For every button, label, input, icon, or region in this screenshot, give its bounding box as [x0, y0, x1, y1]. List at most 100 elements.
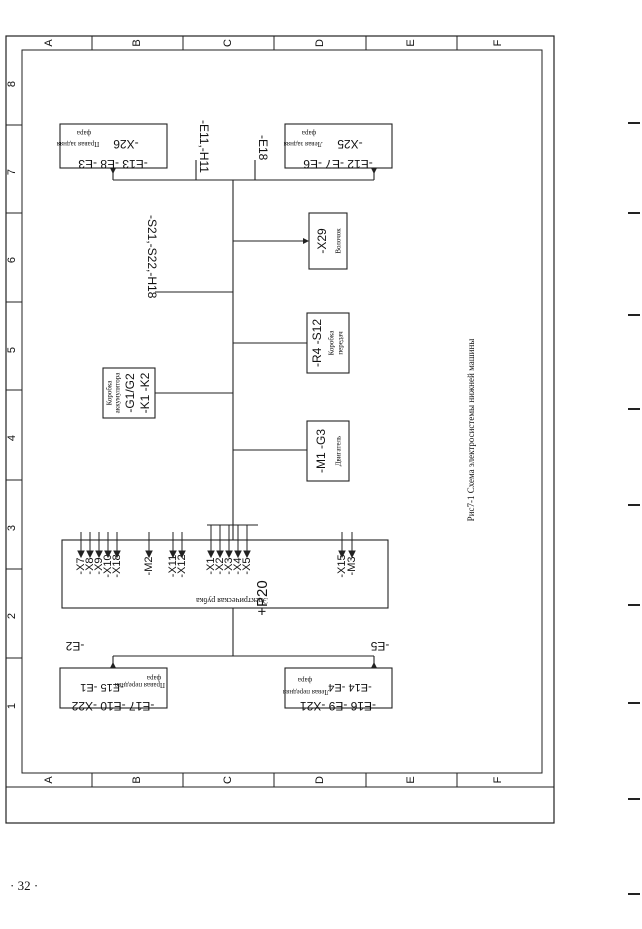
p20-pin-label: -X12: [176, 554, 188, 577]
p20-pin-arrow: [216, 550, 224, 559]
battery-box-line1: Коробка: [106, 380, 114, 406]
frame-letter-bottom: B: [131, 776, 143, 783]
rear-right-lamp-box: [59, 123, 168, 169]
front-left-lamp-name: Левая передняя: [282, 688, 329, 696]
switches-wire-label: -S21,-S22,-H18: [145, 215, 159, 299]
rear-right-lamp-sub: -X26: [113, 137, 139, 151]
edge-tick: [628, 893, 640, 895]
rear-right-lamp-name: Правая задняя: [56, 140, 99, 148]
p20-pin-label: -M2: [143, 557, 155, 576]
p20-pin-arrow: [86, 550, 94, 559]
battery-box-line2: аккумулятора: [114, 372, 122, 414]
frame-letter-top: D: [314, 39, 326, 47]
frame-number: 5: [6, 347, 18, 353]
frame-letter-top: B: [131, 39, 143, 46]
frame-number: 6: [6, 257, 18, 263]
p20-pin-arrow: [207, 550, 215, 559]
figure-caption: Рис7-1 Схема электросистемы нижней машин…: [466, 339, 476, 522]
winch-code: -X29: [315, 228, 329, 254]
p20-pin-arrow: [243, 550, 251, 559]
page-number: · 32 ·: [10, 878, 39, 893]
p20-module-box: [61, 539, 389, 609]
gearbox-name-1: Коробка: [328, 330, 336, 356]
front-right-lamp-box: [59, 667, 168, 709]
p20-pin-arrow: [113, 550, 121, 559]
frame-letter-bottom: D: [314, 776, 326, 784]
frame-number: 8: [6, 81, 18, 87]
p20-pin-label: -X15: [336, 554, 348, 577]
frame-number: 7: [6, 169, 18, 175]
engine-box: [306, 420, 350, 482]
edge-tick: [628, 314, 640, 316]
p20-pin-label: -M3: [346, 557, 358, 576]
edge-tick: [628, 122, 640, 124]
p20-pin-arrow: [225, 550, 233, 559]
p20-pin-label: -X2: [214, 557, 226, 574]
frame-letter-top: F: [492, 39, 504, 46]
gearbox-code: -R4 -S12: [310, 319, 324, 367]
frame-number: 2: [6, 613, 18, 619]
front-right-lamp-sub: -E15 -E1: [80, 681, 123, 693]
frame-letter-bottom: F: [492, 776, 504, 783]
frame-letter-bottom: C: [222, 776, 234, 784]
battery-box-line4: -K1 -K2: [138, 372, 152, 413]
p20-pin-label: -X7: [75, 557, 87, 574]
front-left-wire-label: -E2: [65, 639, 84, 653]
front-right-wire-label: -E5: [370, 639, 389, 653]
p20-pin-arrow: [169, 550, 177, 559]
p20-pin-arrow: [234, 550, 242, 559]
p20-pin-label: -X9: [93, 557, 105, 574]
edge-tick: [628, 604, 640, 606]
front-left-lamp-codes: -E16 -E9 -X21: [300, 699, 376, 713]
front-right-lamp-name: Правая передняя: [114, 681, 165, 689]
rear-left-lamp-name: Левая задняя: [283, 140, 322, 148]
edge-tick: [628, 504, 640, 506]
bottom-letter-band: [91, 773, 458, 787]
edge-tick: [628, 408, 640, 410]
p20-pin-label: -X4: [232, 557, 244, 574]
p20-code: +P20: [254, 580, 271, 615]
outer-frame: [5, 35, 555, 824]
main-bus: [112, 160, 375, 668]
frame-number: 1: [6, 703, 18, 709]
edge-tick: [628, 212, 640, 214]
rear-wire-label-2: -E18: [256, 135, 270, 161]
p20-pin-arrow: [145, 550, 153, 559]
frame-number: 4: [6, 435, 18, 441]
engine-name: Двигатель: [335, 436, 343, 466]
wire-arrows: [110, 168, 377, 668]
p20-pin-label: -X8: [84, 557, 96, 574]
gearbox-name-2: передач: [337, 331, 345, 355]
rear-left-lamp-sub: -X25: [337, 137, 363, 151]
frame-letter-bottom: A: [43, 776, 55, 784]
rear-right-lamp-word: фара: [76, 129, 91, 137]
engine-code: -M1 -G3: [314, 429, 328, 473]
rear-left-lamp-box: [284, 123, 393, 169]
p20-pin-label: -X10: [102, 554, 114, 577]
p20-pin-arrow: [95, 550, 103, 559]
p20-pin-label: -X5: [241, 557, 253, 574]
front-left-lamp-box: [284, 667, 393, 709]
front-right-lamp-codes: -E17 -E10 -X22: [71, 699, 154, 713]
frame-letter-top: A: [43, 39, 55, 47]
rear-right-lamp-codes: -E13 -E8 -E3: [78, 157, 148, 171]
rear-wire-label-1: -E11,-H11: [197, 120, 211, 173]
left-number-band: [6, 124, 22, 659]
p20-caption: Электрическая рубка: [196, 596, 268, 605]
front-left-lamp-word: фара: [297, 676, 312, 684]
frame-letter-top: C: [222, 39, 234, 47]
front-right-lamp-word: фара: [146, 674, 161, 682]
frame-number: 3: [6, 525, 18, 531]
p20-pin-arrow: [104, 550, 112, 559]
p20-pin-label: -X1: [205, 557, 217, 574]
front-left-lamp-sub: -E14 -E4: [328, 681, 371, 693]
p20-pin-arrow: [348, 550, 356, 559]
p20-pin-label: -X3: [223, 557, 235, 574]
p20-pin-label: -X11: [167, 555, 179, 577]
edge-tick: [628, 702, 640, 704]
p20-pin-arrow: [77, 550, 85, 559]
rear-left-lamp-word: фара: [301, 129, 316, 137]
p20-pin-arrow: [178, 550, 186, 559]
gearbox-box: [306, 312, 350, 374]
battery-box: [102, 367, 156, 419]
